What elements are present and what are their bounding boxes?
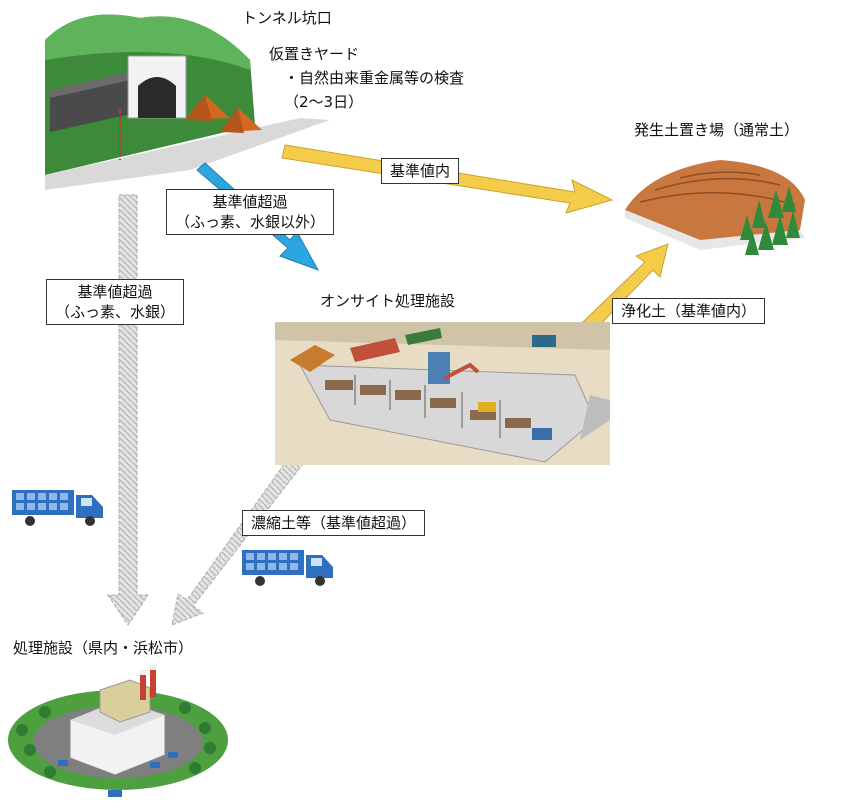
- disposal-site-label: 発生土置き場（通常土）: [634, 121, 800, 139]
- exceed-fluorine-box: 基準値超過 （ふっ素、水銀）: [46, 279, 185, 325]
- treatment-facility-label: 処理施設（県内・浜松市）: [13, 639, 194, 657]
- temporary-yard-label: 仮置きヤード: [269, 45, 360, 63]
- exceed-except-line1: 基準値超過: [212, 193, 288, 211]
- inspection-label: ・自然由来重金属等の検査: [284, 69, 465, 87]
- arrow-purified-soil: [582, 243, 669, 333]
- onsite-facility-illustration: [275, 322, 610, 465]
- exceed-except-line2: （ふっ素、水銀以外）: [175, 213, 326, 231]
- tunnel-portal-illustration: [45, 14, 330, 190]
- concentrated-soil-box: 濃縮土等（基準値超過）: [242, 510, 426, 536]
- arrow-exceed-fluorine: [107, 194, 149, 626]
- exceed-fluorine-line1: 基準値超過: [77, 283, 153, 301]
- tunnel-portal-label: トンネル坑口: [242, 9, 332, 27]
- exceed-fluorine-line2: （ふっ素、水銀）: [55, 303, 176, 321]
- exceed-except-box: 基準値超過 （ふっ素、水銀以外）: [166, 189, 335, 235]
- within-standard-box: 基準値内: [381, 158, 460, 184]
- disposal-site-illustration: [625, 160, 805, 255]
- purified-soil-box: 浄化土（基準値内）: [612, 298, 766, 324]
- treatment-facility-illustration: [8, 665, 228, 797]
- truck-icon: [12, 490, 103, 526]
- onsite-facility-label: オンサイト処理施設: [320, 292, 456, 310]
- truck-icon: [242, 550, 333, 586]
- duration-label: （2～3日）: [284, 93, 364, 111]
